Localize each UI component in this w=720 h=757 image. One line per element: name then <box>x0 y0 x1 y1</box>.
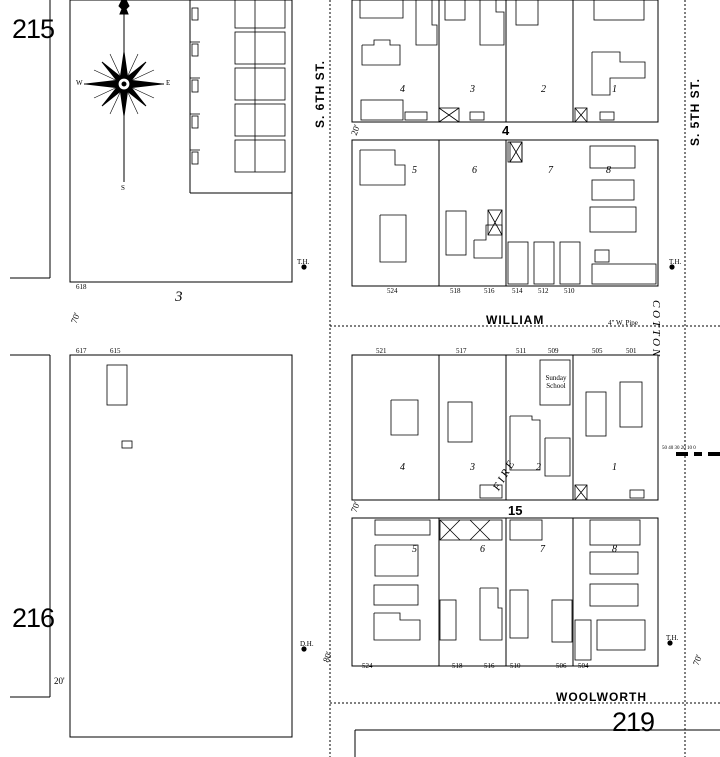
address: 516 <box>484 287 495 295</box>
address: 617 <box>76 347 87 355</box>
tank-house-label: T.H. <box>666 634 679 642</box>
hydrant-marker <box>667 640 673 646</box>
address: 524 <box>362 662 373 670</box>
address: 521 <box>376 347 387 355</box>
address: 511 <box>516 347 527 355</box>
lot-number: 5 <box>412 165 417 176</box>
tank-house-label: T.H. <box>669 258 682 266</box>
block-15-south-outline <box>351 517 659 667</box>
address: 512 <box>538 287 549 295</box>
block-216-outline <box>69 354 293 738</box>
address: 518 <box>450 287 461 295</box>
address: 615 <box>110 347 121 355</box>
block-215-outline <box>69 0 293 283</box>
dwelling-house-label: D.H. <box>300 640 314 648</box>
lot-number: 4 <box>400 84 405 95</box>
block-number-15: 15 <box>508 503 523 518</box>
compass-east-label: E <box>166 79 171 87</box>
address: 517 <box>456 347 467 355</box>
lot-number: 1 <box>612 84 617 95</box>
lot-number: 8 <box>612 544 617 555</box>
dimension-label: 20' <box>54 676 65 686</box>
lot-number: 3 <box>470 84 475 95</box>
address: 514 <box>512 287 523 295</box>
scale-label: 50 40 30 20 10 0 <box>662 446 696 451</box>
compass-rose <box>84 0 164 182</box>
lot-number: 3 <box>470 462 475 473</box>
block-letter: 3 <box>175 289 183 305</box>
hydrant-marker <box>301 264 307 270</box>
lot-number: 8 <box>606 165 611 176</box>
address: 510 <box>510 662 521 670</box>
lot-number: 4 <box>400 462 405 473</box>
lot-number: 2 <box>541 84 546 95</box>
address: 505 <box>592 347 603 355</box>
water-pipe-label: 4" W. Pipe <box>608 319 638 327</box>
hydrant-marker <box>301 646 307 652</box>
street-label-s-5th: S. 5TH ST. <box>688 78 702 147</box>
address: 516 <box>484 662 495 670</box>
block-4-north-outline <box>351 0 659 123</box>
address: 618 <box>76 283 87 291</box>
address: 518 <box>452 662 463 670</box>
sheet-number-215: 215 <box>12 14 55 44</box>
address: 510 <box>564 287 575 295</box>
address: 504 <box>578 662 589 670</box>
lot-number: 1 <box>612 462 617 473</box>
lot-number: 5 <box>412 544 417 555</box>
address: 501 <box>626 347 637 355</box>
compass-south-label: S <box>121 184 125 192</box>
hydrant-marker <box>669 264 675 270</box>
compass-west-label: W <box>76 79 83 87</box>
block-number-4: 4 <box>502 123 510 138</box>
lot-number: 2 <box>536 462 541 473</box>
street-label-woolworth: WOOLWORTH <box>556 690 647 704</box>
street-label-s-6th: S. 6TH ST. <box>313 60 327 129</box>
address: 509 <box>548 347 559 355</box>
sunday-school-label: Sunday School <box>545 374 567 390</box>
street-label-william: WILLIAM <box>486 313 545 327</box>
cotton-label: C O T T O N <box>650 300 662 357</box>
block-4-south-outline <box>351 139 659 287</box>
sheet-number-219: 219 <box>612 707 655 737</box>
tank-house-label: T.H. <box>297 258 310 266</box>
lot-number: 6 <box>472 165 477 176</box>
lot-number: 7 <box>548 165 553 176</box>
lot-number: 6 <box>480 544 485 555</box>
address: 506 <box>556 662 567 670</box>
scale-bar <box>676 452 720 456</box>
block-15-north-outline <box>351 354 659 501</box>
sheet-number-216: 216 <box>12 603 55 633</box>
address: 524 <box>387 287 398 295</box>
lot-number: 7 <box>540 544 545 555</box>
